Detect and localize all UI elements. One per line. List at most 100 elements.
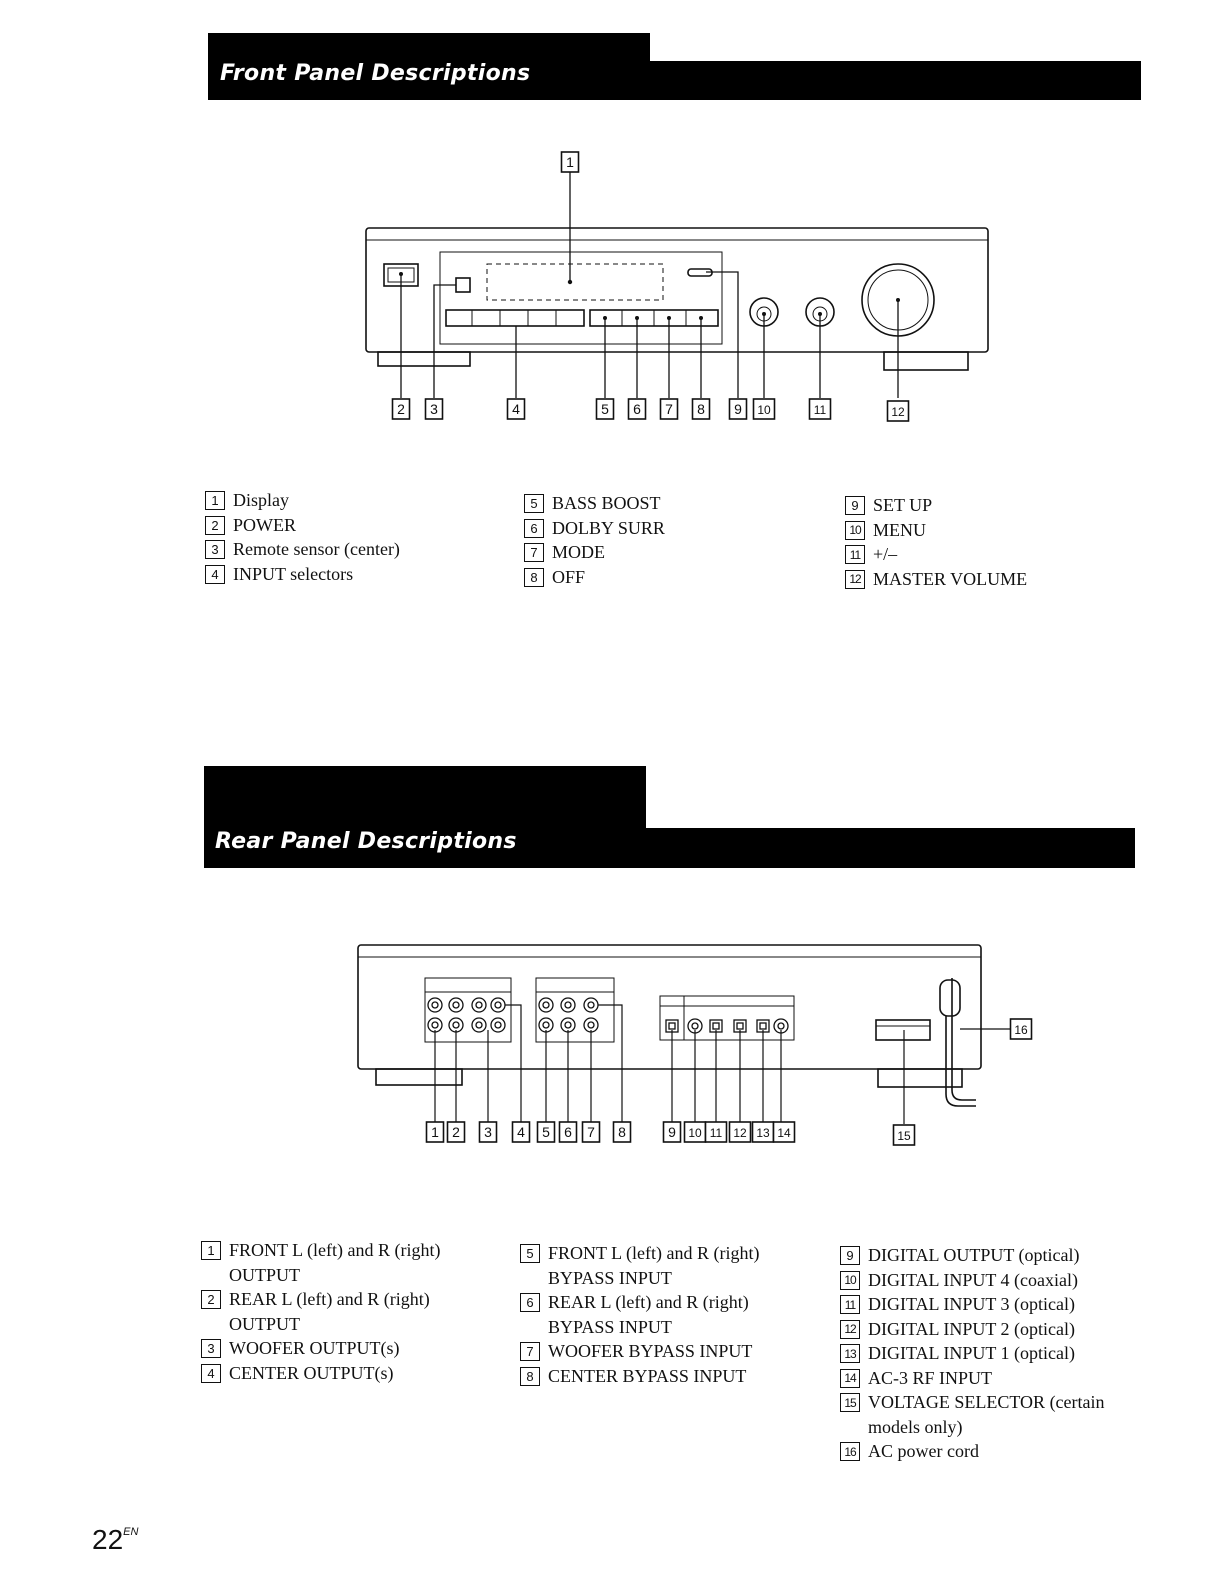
rear-legend-item: 15 VOLTAGE SELECTOR (certain models only) [840, 1390, 1130, 1439]
front-legend-item: 2 POWER [205, 513, 495, 538]
front-legend-number: 10 [845, 520, 865, 540]
rear-callout-number: 11 [710, 1126, 723, 1140]
rear-legend-label: WOOFER BYPASS INPUT [548, 1341, 753, 1361]
rear-legend-item: 13 DIGITAL INPUT 1 (optical) [840, 1341, 1130, 1366]
rear-legend-number: 12 [840, 1319, 860, 1339]
front-legend-item: 11+/– [845, 542, 1165, 567]
rear-callout-number: 6 [564, 1124, 572, 1140]
front-callout: 1 [560, 151, 580, 173]
rear-legend-item: 9 DIGITAL OUTPUT (optical) [840, 1243, 1130, 1268]
rear-legend-number: 8 [520, 1366, 540, 1386]
rear-legend-number: 11 [840, 1295, 860, 1314]
front-header-bar [208, 61, 1141, 100]
front-callout: 11 [808, 398, 832, 420]
front-callout-number: 2 [397, 401, 405, 417]
front-legend-label: POWER [233, 514, 296, 535]
rear-legend-number: 13 [840, 1344, 860, 1363]
rear-legend-item: 5 FRONT L (left) and R (right) BYPASS INP… [520, 1241, 800, 1290]
front-callout: 5 [595, 398, 615, 420]
rear-callout-number: 3 [484, 1124, 492, 1140]
rear-legend-number: 3 [201, 1339, 221, 1358]
front-callout-number: 5 [601, 401, 609, 417]
rear-legend-label: VOLTAGE SELECTOR (certain models only) [868, 1392, 1105, 1437]
front-legend-label: SET UP [873, 495, 933, 515]
rear-legend-item: 3 WOOFER OUTPUT(s) [201, 1336, 491, 1361]
rear-legend-number: 1 [201, 1241, 221, 1260]
front-callout: 7 [659, 398, 679, 420]
front-callout-number: 6 [633, 401, 641, 417]
rear-legend-item: 12 DIGITAL INPUT 2 (optical) [840, 1317, 1130, 1342]
rear-legend-item: 1 FRONT L (left) and R (right) OUTPUT [201, 1238, 491, 1287]
rear-callout-number: 10 [688, 1126, 702, 1140]
front-legend-number: 3 [205, 540, 225, 559]
front-callout: 4 [506, 398, 526, 420]
rear-legend-label: WOOFER OUTPUT(s) [229, 1338, 400, 1358]
rear-callout-number: 5 [542, 1124, 550, 1140]
front-callout: 9 [728, 398, 748, 420]
rear-legend-number: 14 [840, 1368, 860, 1388]
rear-callout: 8 [612, 1121, 632, 1143]
page-number: 22EN [92, 1524, 138, 1556]
rear-legend-number: 10 [840, 1270, 860, 1290]
rear-callout: 9 [662, 1121, 682, 1143]
front-callout: 10 [752, 398, 776, 420]
rear-legend-item: 10 DIGITAL INPUT 4 (coaxial) [840, 1268, 1130, 1293]
rear-legend-label: FRONT L (left) and R (right) BYPASS INPU… [548, 1243, 760, 1288]
front-legend-label: OFF [552, 566, 586, 587]
rear-legend-label: DIGITAL INPUT 4 (coaxial) [868, 1269, 1078, 1290]
rear-legend-number: 15 [840, 1393, 860, 1412]
rear-legend-column-2: 5 FRONT L (left) and R (right) BYPASS INP… [520, 1241, 800, 1388]
rear-legend-label: AC-3 RF INPUT [868, 1367, 993, 1388]
page-language-suffix: EN [123, 1526, 139, 1538]
rear-legend-label: DIGITAL INPUT 2 (optical) [868, 1318, 1076, 1339]
rear-legend-label: DIGITAL OUTPUT (optical) [868, 1245, 1080, 1265]
rear-legend-number: 6 [520, 1293, 540, 1312]
front-legend-number: 2 [205, 515, 225, 535]
rear-section-title: Rear Panel Descriptions [215, 829, 517, 854]
front-callout-number: 9 [734, 401, 742, 417]
rear-legend-label: DIGITAL INPUT 1 (optical) [868, 1343, 1076, 1363]
front-callout-number: 1 [566, 154, 574, 170]
front-callout-number: 10 [757, 403, 771, 417]
front-legend-label: BASS BOOST [552, 493, 661, 513]
front-callout-number: 11 [814, 403, 827, 417]
rear-callout: 15 [892, 1124, 916, 1146]
front-legend-number: 12 [845, 569, 865, 589]
rear-legend-number: 2 [201, 1290, 221, 1309]
rear-callout-number: 2 [452, 1124, 460, 1140]
rear-callout: 13 [751, 1121, 775, 1143]
rear-callout-number: 1 [431, 1124, 439, 1140]
rear-legend-number: 9 [840, 1246, 860, 1265]
rear-legend-number: 4 [201, 1363, 221, 1383]
rear-legend-number: 5 [520, 1244, 540, 1263]
front-legend-number: 1 [205, 491, 225, 510]
rear-callout: 3 [478, 1121, 498, 1143]
rear-callout: 2 [446, 1121, 466, 1143]
front-legend-number: 4 [205, 564, 225, 584]
front-callout: 8 [691, 398, 711, 420]
front-legend-label: MODE [552, 542, 605, 562]
rear-callout-number: 14 [777, 1126, 791, 1140]
rear-callout-number: 15 [897, 1129, 911, 1143]
rear-legend-label: CENTER BYPASS INPUT [548, 1365, 747, 1386]
front-callout: 12 [886, 400, 910, 422]
rear-callout-number: 7 [587, 1124, 595, 1140]
rear-legend-label: FRONT L (left) and R (right) OUTPUT [229, 1240, 441, 1285]
